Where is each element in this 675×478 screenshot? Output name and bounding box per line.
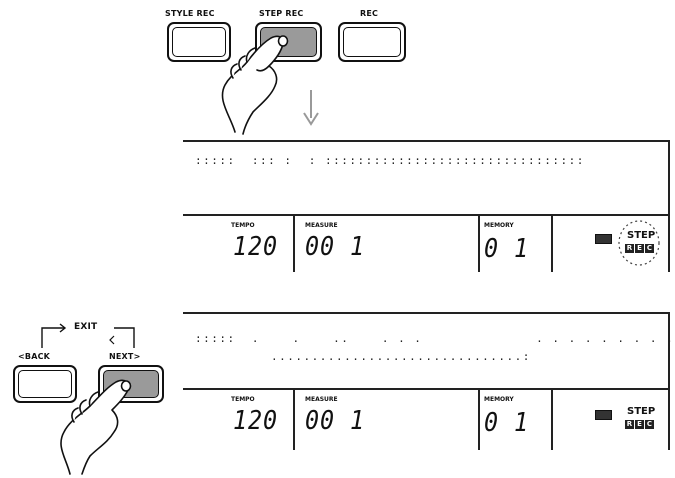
exit-label: EXIT — [74, 322, 97, 332]
memory-value: 0 1 — [484, 234, 529, 264]
tempo-label: TEMPO — [231, 396, 255, 403]
back-label: <BACK — [18, 352, 50, 361]
measure-label: MEASURE — [305, 396, 338, 403]
rec-label: REC — [360, 9, 378, 18]
tempo-value: 120 — [233, 406, 278, 436]
dot-matrix: ::::: . . .. . . . . . . . . . . . . — [195, 334, 674, 343]
step-rec-label: STEP REC — [259, 9, 303, 18]
mode-indicator-icon — [595, 234, 612, 244]
rec-letter-e: E — [635, 420, 644, 429]
memory-label: MEMORY — [484, 222, 514, 229]
memory-value: 0 1 — [484, 408, 529, 438]
rec-indicator: R E C — [625, 420, 654, 429]
tempo-value: 120 — [233, 232, 278, 262]
rec-letter-r: R — [625, 420, 634, 429]
lcd-display-bottom: ::::: . . .. . . . . . . . . . . . . ...… — [183, 312, 670, 450]
next-label: NEXT> — [109, 352, 141, 361]
measure-label: MEASURE — [305, 222, 338, 229]
blink-circle-icon — [616, 218, 662, 268]
info-bar: TEMPO 120 MEASURE 00 1 MEMORY 0 1 STEP R… — [183, 388, 668, 450]
lcd-display-top: ::::: ::: : : ::::::::::::::::::::::::::… — [183, 140, 670, 272]
style-rec-label: STYLE REC — [165, 9, 215, 18]
dot-matrix-row-2: ...............................: — [271, 352, 531, 361]
memory-cell: MEMORY 0 1 — [478, 216, 553, 272]
dot-matrix: ::::: ::: : : ::::::::::::::::::::::::::… — [195, 156, 585, 165]
measure-cell: MEASURE 00 1 — [293, 390, 480, 450]
info-bar: TEMPO 120 MEASURE 00 1 MEMORY 0 1 STEP R… — [183, 214, 668, 272]
step-label: STEP — [627, 406, 655, 417]
arrow-down-icon — [302, 88, 320, 128]
rec-letter-c: C — [645, 420, 654, 429]
rec-button[interactable] — [338, 22, 406, 62]
mode-indicator-icon — [595, 410, 612, 420]
memory-cell: MEMORY 0 1 — [478, 390, 553, 450]
pressing-hand-icon — [195, 30, 305, 135]
memory-label: MEMORY — [484, 396, 514, 403]
measure-value: 00 1 — [305, 406, 365, 436]
tempo-cell: TEMPO 120 — [183, 216, 295, 272]
tempo-label: TEMPO — [231, 222, 255, 229]
tempo-cell: TEMPO 120 — [183, 390, 295, 450]
measure-cell: MEASURE 00 1 — [293, 216, 480, 272]
pressing-hand-icon — [48, 370, 158, 475]
measure-value: 00 1 — [305, 232, 365, 262]
